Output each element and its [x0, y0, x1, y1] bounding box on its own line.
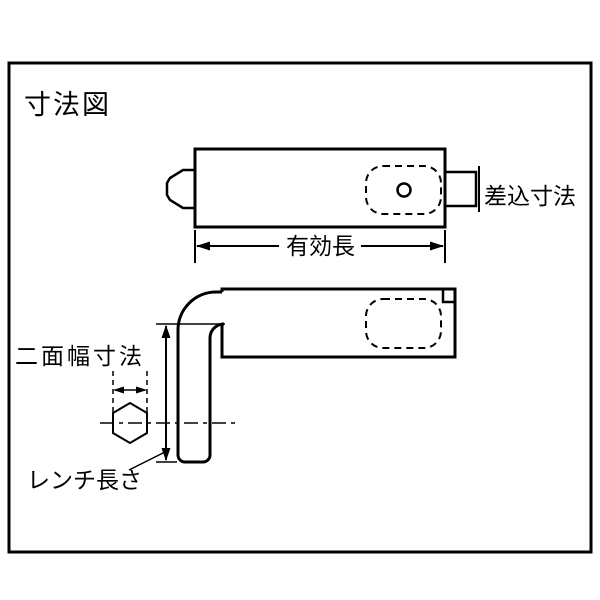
arrowhead-left-icon — [196, 241, 210, 251]
internal-hole-dashed-side — [365, 298, 442, 349]
retaining-notch — [441, 289, 455, 304]
diagram-title: 寸法図 — [24, 90, 111, 120]
wrench-length-dimension — [128, 323, 225, 471]
diagram-frame-border — [7, 61, 593, 554]
pin-hole-circle — [396, 182, 412, 198]
width-across-flats-label: 二面幅寸法 — [15, 343, 145, 369]
insertion-size-label: 差込寸法 — [484, 183, 576, 209]
arrowhead-down-icon — [161, 448, 171, 461]
socket-top-view — [165, 147, 480, 229]
socket-side-view — [176, 287, 457, 464]
effective-length-label: 有効長 — [286, 233, 355, 259]
flats-dimension — [100, 371, 240, 445]
hex-wrench-outline — [176, 290, 225, 464]
hex-cross-section — [112, 401, 148, 445]
internal-hole-dashed-top — [365, 165, 442, 215]
bit-tip — [165, 168, 198, 210]
wrench-length-label: レンチ長さ — [27, 467, 142, 493]
arrowhead-flats-right-icon — [136, 386, 147, 394]
arrowhead-right-icon — [430, 241, 444, 251]
square-drive-shank — [443, 170, 478, 208]
hex-wrench-fill — [178, 292, 229, 462]
wrench-length-leader-line — [128, 451, 166, 471]
effective-length-dimension — [194, 230, 446, 263]
socket-body-top — [193, 147, 447, 229]
arrowhead-flats-left-icon — [113, 386, 124, 394]
arrowhead-up-icon — [161, 325, 171, 338]
